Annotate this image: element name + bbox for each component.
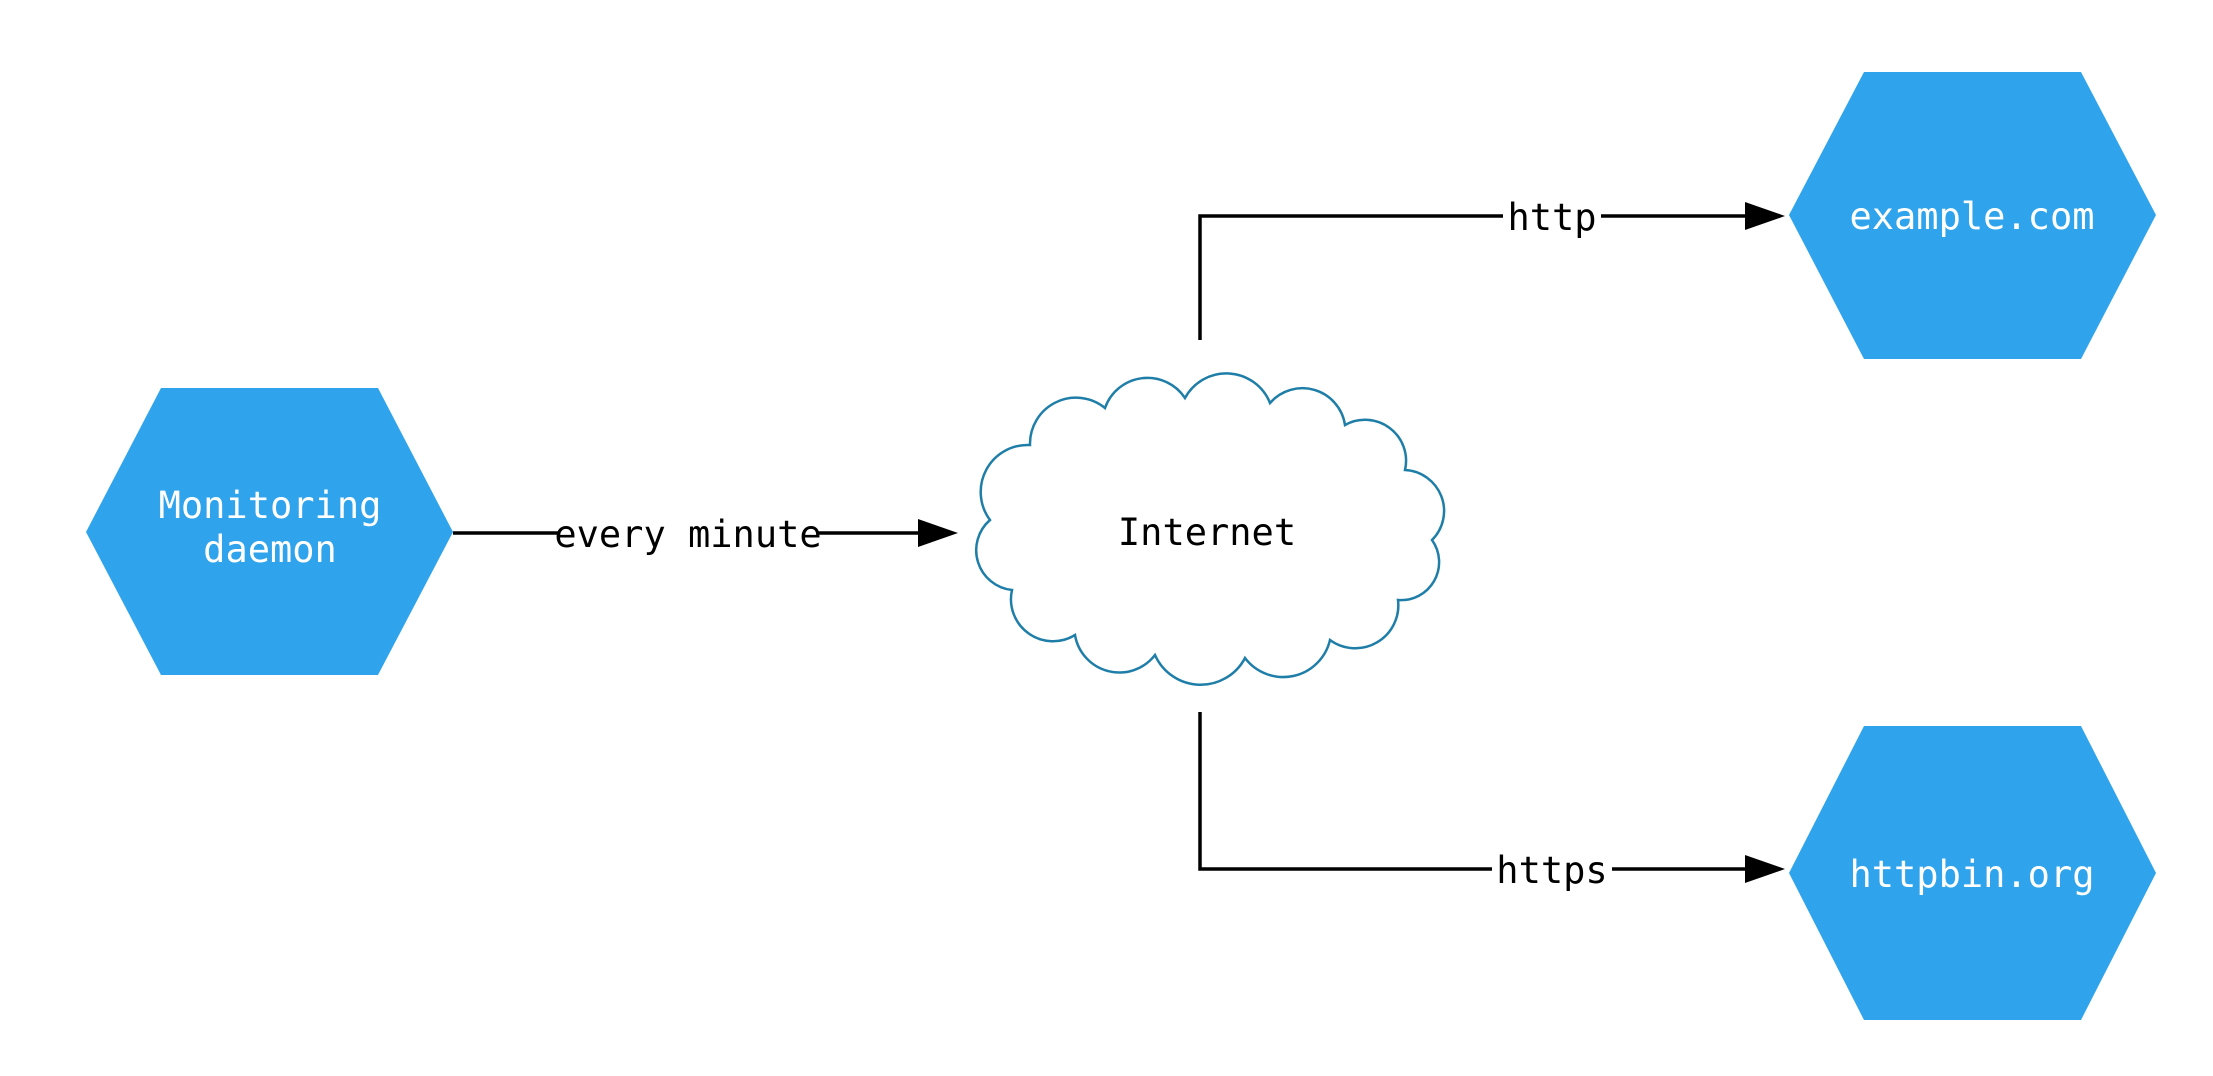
example-com-hexagon	[1789, 72, 2156, 359]
edge-https: https	[1198, 712, 1785, 895]
https-edge-label: https	[1496, 849, 1607, 892]
http-edge-label: http	[1507, 196, 1596, 239]
edge-every-minute: every minute	[453, 506, 958, 558]
every-minute-edge-label: every minute	[554, 513, 821, 556]
http-arrowhead-icon	[1745, 202, 1785, 230]
monitoring-daemon-label-line1: Monitoring	[159, 484, 382, 527]
monitoring-daemon-node: Monitoring daemon	[86, 388, 453, 675]
http-edge-line	[1198, 214, 1752, 340]
every-minute-arrowhead-icon	[918, 519, 958, 547]
http-label-bg	[1503, 190, 1601, 242]
httpbin-org-hexagon	[1789, 726, 2156, 1020]
monitoring-daemon-hexagon	[86, 388, 453, 675]
httpbin-org-node: httpbin.org	[1789, 726, 2156, 1020]
every-minute-label-bg	[558, 506, 818, 558]
https-edge-line	[1198, 712, 1752, 871]
monitoring-daemon-label-line2: daemon	[203, 528, 337, 571]
internet-cloud-node: Internet	[974, 372, 1446, 686]
internet-cloud-label: Internet	[1118, 511, 1296, 554]
internet-cloud-shape	[974, 372, 1446, 686]
example-com-label: example.com	[1849, 195, 2094, 238]
httpbin-org-label: httpbin.org	[1849, 853, 2094, 896]
https-label-bg	[1492, 843, 1612, 895]
https-arrowhead-icon	[1745, 855, 1785, 883]
edge-http: http	[1198, 190, 1785, 340]
example-com-node: example.com	[1789, 72, 2156, 359]
